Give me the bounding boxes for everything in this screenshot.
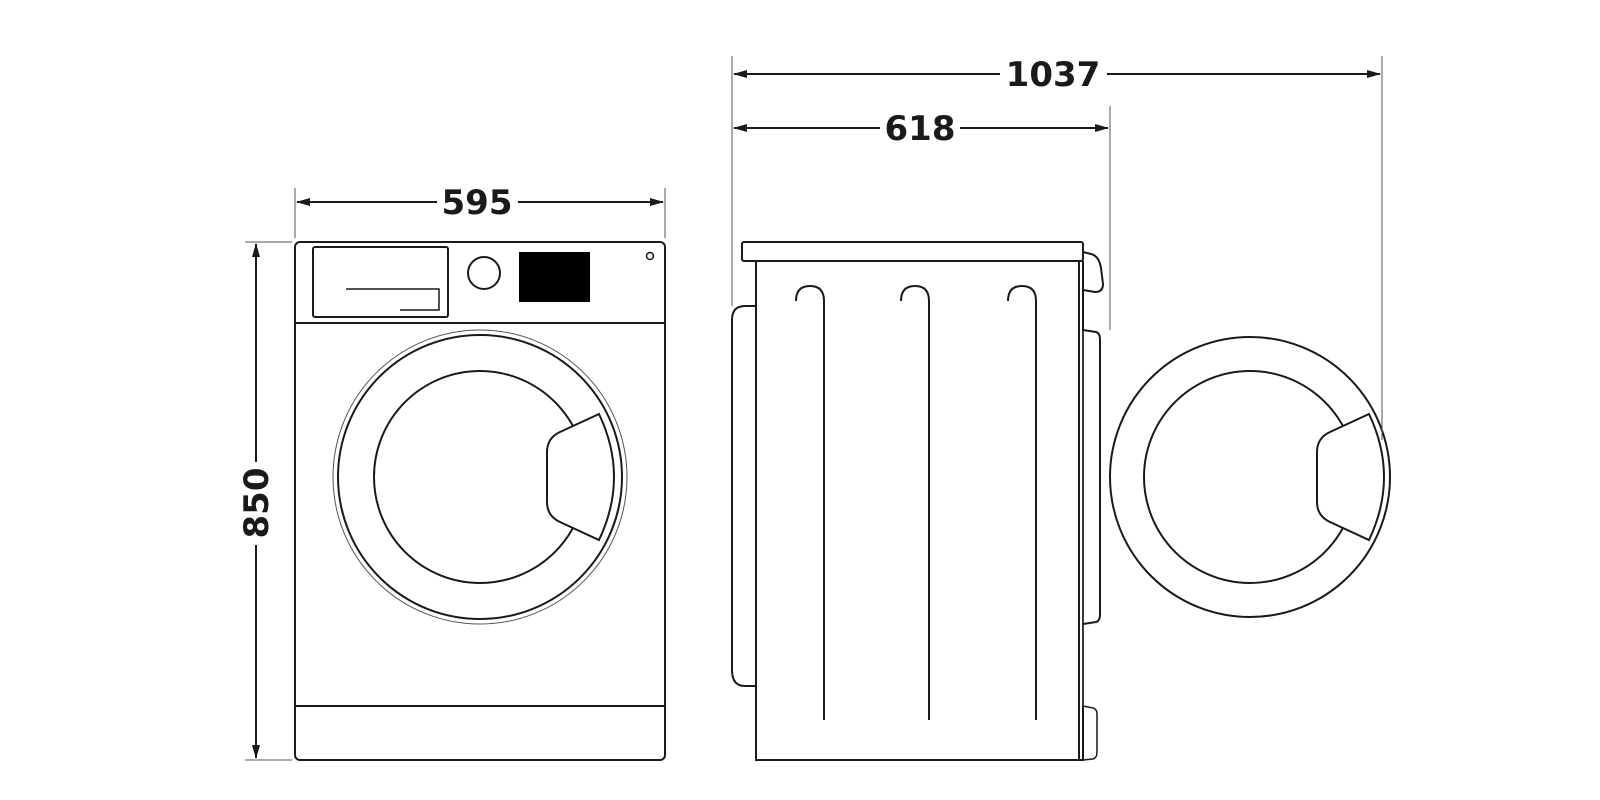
side-rib [1007,284,1037,720]
width-label: 595 [442,183,513,223]
drawer-handle [346,288,440,311]
depth-dimension: 618 [731,56,1111,330]
door-hinge-profile [1082,329,1101,625]
front-view [294,241,666,761]
open-door-ring [1109,336,1391,618]
depth-label: 618 [885,109,956,149]
door-handle [546,412,615,542]
side-rib [900,284,930,720]
open-door-handle [1316,412,1385,542]
indicator-light-icon [645,251,655,261]
kickplate-profile [1082,705,1098,761]
side-rib [795,284,825,720]
program-knob-icon [467,256,501,290]
door-outer-ring [332,329,628,625]
rear-bulge [731,305,756,687]
side-view [731,241,1391,761]
open-depth-dimension: 1037 [733,55,1383,440]
worktop [741,241,1084,262]
detergent-drawer [312,246,449,318]
knob-profile [1082,251,1105,294]
open-depth-label: 1037 [1006,55,1101,95]
front-cabinet [294,241,666,761]
door-ring [337,334,623,620]
display-panel [519,252,590,302]
height-label: 850 [237,468,277,539]
side-cabinet [755,261,1084,761]
height-dimension: 850 [237,241,292,761]
width-dimension: 595 [294,183,666,238]
